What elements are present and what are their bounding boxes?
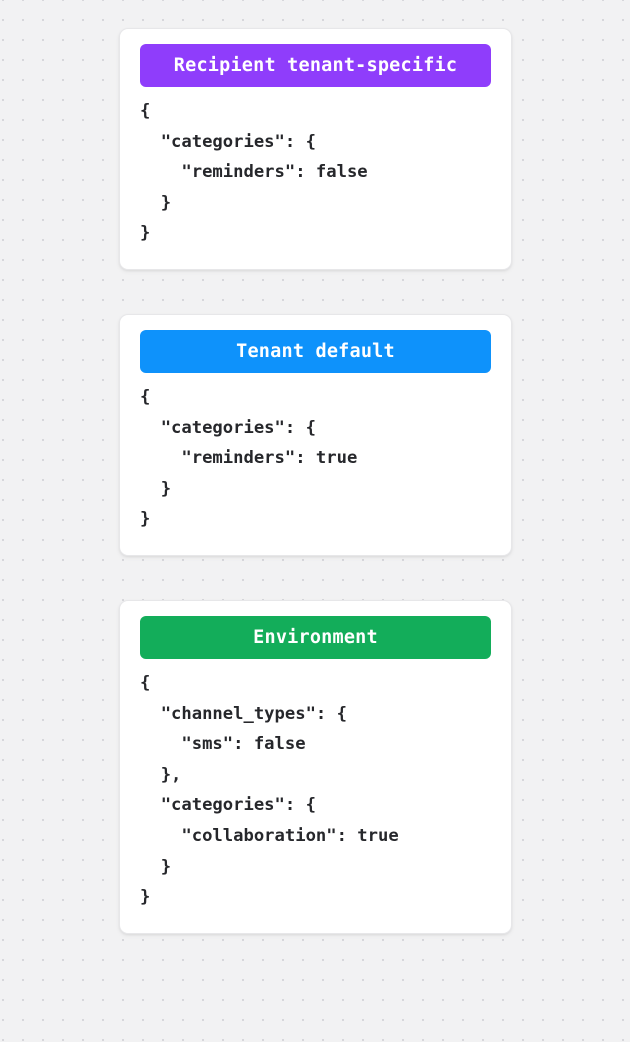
preference-layer-stack: Recipient tenant-specific { "categories"…: [119, 28, 512, 934]
card-header-environment: Environment: [140, 615, 491, 659]
card-body-environment: { "channel_types": { "sms": false }, "ca…: [140, 672, 399, 908]
card-body-recipient-tenant-specific: { "categories": { "reminders": false } }: [140, 101, 368, 244]
card-header-tenant-default: Tenant default: [140, 329, 491, 373]
card-recipient-tenant-specific: Recipient tenant-specific { "categories"…: [119, 28, 512, 270]
card-tenant-default: Tenant default { "categories": { "remind…: [119, 313, 512, 556]
card-environment: Environment { "channel_types": { "sms": …: [119, 599, 512, 934]
card-body-tenant-default: { "categories": { "reminders": true } }: [140, 386, 358, 530]
card-header-recipient-tenant-specific: Recipient tenant-specific: [140, 44, 491, 87]
